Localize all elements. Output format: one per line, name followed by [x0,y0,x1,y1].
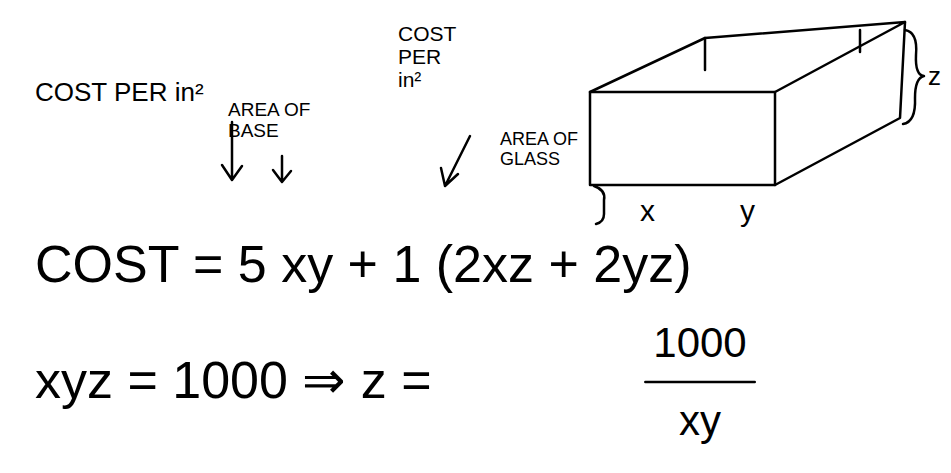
equation-text: COST = 5 xy + 1 (2xz + 2yz) [35,236,692,293]
front-face [590,92,775,185]
bracket [594,186,604,224]
note-text: COST PER in² [35,78,204,107]
dimension-label: x [640,194,655,227]
fraction-numerator: 1000 [653,320,746,366]
note-text: COST PER in² [398,22,464,91]
dimension-label: z [928,62,941,91]
note-text: AREA OF BASE [228,100,318,142]
fraction-bar [645,381,754,384]
height-brace [903,30,924,124]
hidden-edge [704,38,707,70]
hidden-edge [859,30,862,52]
pointer-arrow [441,136,470,186]
right-face [775,22,905,185]
fraction-denominator: xy [679,398,721,444]
dimension-label: y [740,194,755,227]
pointer-arrow [273,156,291,182]
equation-text: xyz = 1000 ⇒ z = [35,352,432,409]
top-face [590,22,905,92]
note-text: AREA OF GLASS [500,130,582,170]
